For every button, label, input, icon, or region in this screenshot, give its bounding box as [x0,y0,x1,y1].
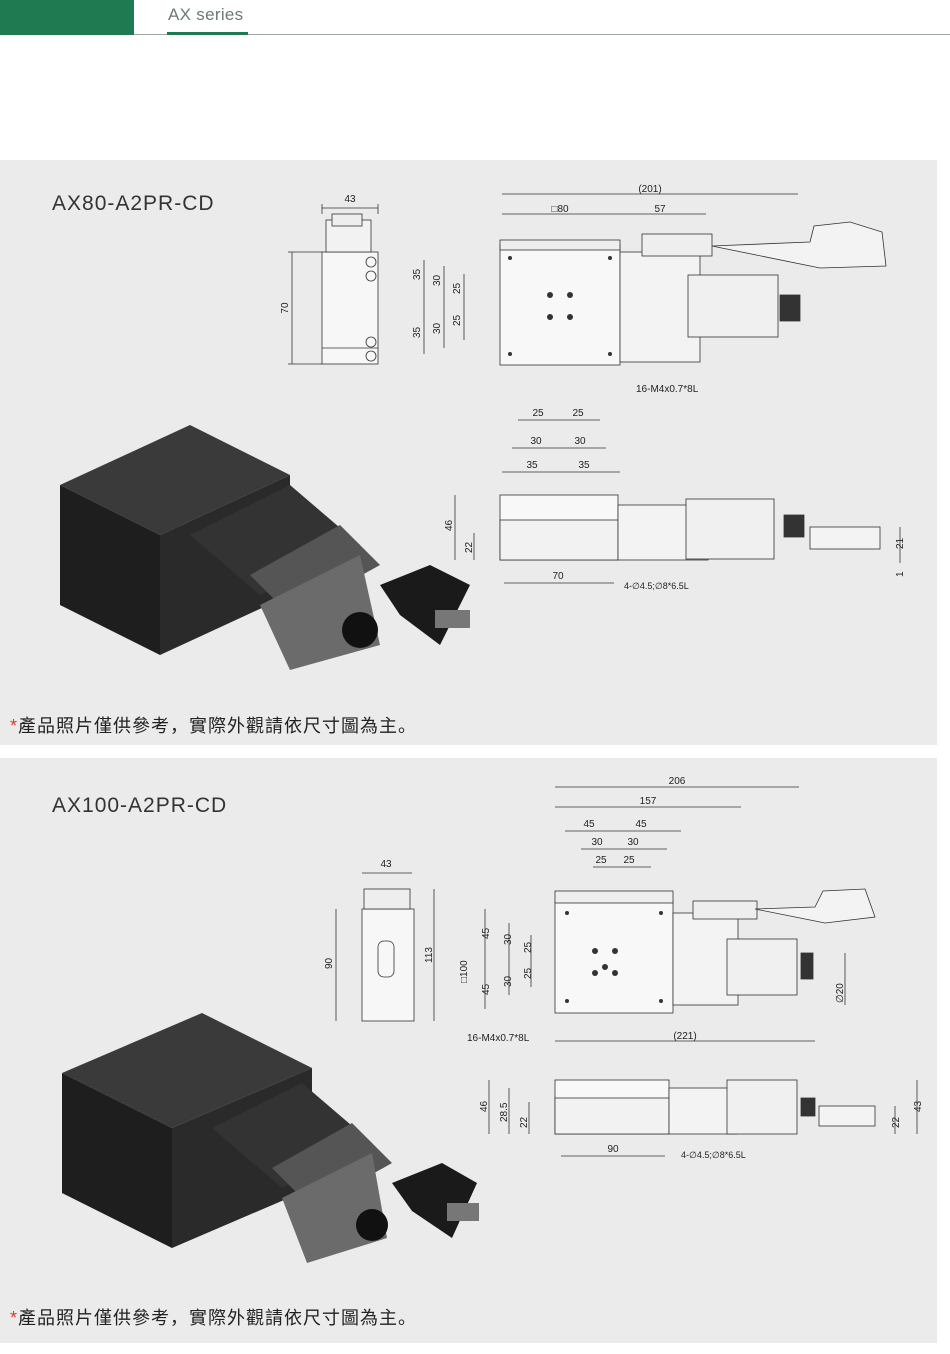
top-view-drawing: 206 157 45 45 30 30 25 25 □100 45 45 30 … [459,776,876,1044]
dim-l25b: 25 [523,967,534,979]
dim-front-22: 22 [519,1116,530,1128]
side-view-drawing: 43 90 113 [324,859,435,1022]
dim-overall: (201) [638,184,661,195]
dim-front-hole: 4-∅4.5;∅8*6.5L [624,581,689,591]
note-star: * [10,716,19,736]
dim-square: □100 [459,960,470,983]
product-panel-ax100: AX100-A2PR-CD 43 90 113 [0,758,937,1343]
side-view-drawing: 43 70 [280,194,379,365]
dim-30a: 30 [591,837,603,848]
dim-25b: 25 [452,314,463,326]
dim-l45b: 45 [481,983,492,995]
dim-45b: 45 [635,819,647,830]
page-header: AX series [0,0,950,38]
dim-front-70: 70 [552,571,564,582]
dim-35a: 35 [412,268,423,280]
header-divider [134,34,950,35]
dim-l25a: 25 [523,941,534,953]
dim-overall: 206 [669,776,686,787]
dim-bot-25b: 25 [572,408,584,419]
front-view-drawing: 46 28.5 22 90 4-∅4.5;∅8*6.5L 22 43 [479,1079,924,1160]
model-title: AX100-A2PR-CD [52,794,228,817]
dim-25a: 25 [595,855,607,866]
dim-25a: 25 [452,282,463,294]
dim-knob: ∅20 [835,983,846,1003]
dim-bot-35a: 35 [526,460,538,471]
brand-color-block [0,0,134,35]
product-photo-ax100 [62,1013,479,1263]
dim-l30b: 30 [503,975,514,987]
note-text: 產品照片僅供參考，實際外觀請依尺寸圖為主。 [18,716,418,736]
dim-l30a: 30 [503,933,514,945]
dim-25b: 25 [623,855,635,866]
dim-157: 157 [640,796,657,807]
photo-note: *產品照片僅供參考，實際外觀請依尺寸圖為主。 [10,1304,417,1330]
photo-note: *產品照片僅供參考，實際外觀請依尺寸圖為主。 [10,712,417,738]
dim-35b: 35 [412,326,423,338]
product-photo-ax80 [60,425,470,670]
model-title: AX80-A2PR-CD [52,192,215,215]
dim-45a: 45 [583,819,595,830]
dim-bot-30a: 30 [530,436,542,447]
dim-right-22: 22 [891,1116,902,1128]
dim-side-width: 43 [344,194,356,205]
dim-motor: 57 [654,204,666,215]
dim-front-46: 46 [479,1100,490,1112]
dim-right-21: 21 [895,537,906,549]
series-title: AX series [168,5,244,24]
dim-side-113: 113 [424,947,435,963]
dim-thread: 16-M4x0.7*8L [636,384,699,395]
dim-front-285: 28.5 [499,1102,510,1122]
dim-bot-30b: 30 [574,436,586,447]
dim-side-height: 70 [280,302,291,314]
dim-30a: 30 [432,274,443,286]
dim-thread: 16-M4x0.7*8L [467,1033,530,1044]
dim-l45a: 45 [481,927,492,939]
top-view-drawing: (201) □80 57 35 35 30 30 25 25 16-M4x0.7… [412,184,887,473]
front-view-drawing: 46 22 70 4-∅4.5;∅8*6.5L 21 1 [444,494,906,591]
dim-side-width: 43 [380,859,392,870]
note-star: * [10,1308,19,1328]
dim-front-22: 22 [464,541,475,553]
dim-30b: 30 [627,837,639,848]
dim-front-hole: 4-∅4.5;∅8*6.5L [681,1150,746,1160]
dim-bot-25a: 25 [532,408,544,419]
dim-30b: 30 [432,322,443,334]
dim-front-height: 46 [444,519,455,531]
dim-221: (221) [673,1031,696,1042]
note-text: 產品照片僅供參考，實際外觀請依尺寸圖為主。 [18,1308,418,1328]
dim-front-90: 90 [607,1144,619,1155]
dim-right-43: 43 [913,1100,924,1112]
dim-side-height: 90 [324,957,335,969]
product-panel-ax80: AX80-A2PR-CD 43 70 [0,160,937,745]
dim-square: □80 [551,204,569,215]
series-underline [167,32,248,35]
dim-right-1: 1 [895,571,906,577]
dim-bot-35b: 35 [578,460,590,471]
